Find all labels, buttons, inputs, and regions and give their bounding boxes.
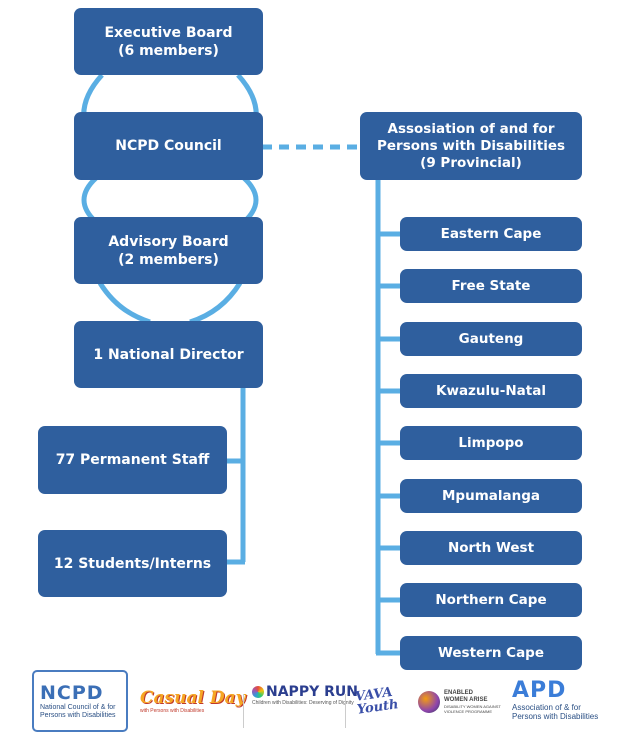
executive-board-title: Executive Board <box>104 24 233 41</box>
vava-youth-logo: VAVA Youth <box>354 685 400 718</box>
advisory-board-members: (2 members) <box>118 251 219 268</box>
association-line2: Persons with Disabilities <box>376 137 566 154</box>
executive-board-members: (6 members) <box>118 42 219 59</box>
connector-advisory-director-right <box>189 281 243 325</box>
nappy-run-logo-text: NAPPY RUN <box>266 684 358 700</box>
national-director-box: 1 National Director <box>74 321 263 388</box>
province-box-north-west: North West <box>400 531 582 565</box>
province-label: Mpumalanga <box>441 488 540 504</box>
association-line1: Assosiation of and for <box>387 120 555 137</box>
province-box-northern-cape: Northern Cape <box>400 583 582 617</box>
province-label: Western Cape <box>437 645 545 661</box>
ncpd-logo-line2: Persons with Disabilities <box>40 712 116 719</box>
executive-board-box: Executive Board (6 members) <box>74 8 263 75</box>
association-line3: (9 Provincial) <box>420 154 522 171</box>
enabled-women-arise-text: ENABLED WOMEN ARISE DISABILITY WOMEN AGA… <box>444 690 501 714</box>
apd-logo-title: APD <box>512 678 567 703</box>
province-label: Northern Cape <box>435 592 547 608</box>
association-box: Assosiation of and for Persons with Disa… <box>360 112 582 180</box>
apd-logo-line2: Persons with Disabilities <box>512 712 599 721</box>
province-box-gauteng: Gauteng <box>400 322 582 356</box>
globe-icon <box>418 691 440 713</box>
ncpd-council-box: NCPD Council <box>74 112 263 180</box>
province-label: Free State <box>451 278 531 294</box>
nappy-run-logo-sub: Children with Disabilities: Deserving of… <box>252 700 354 706</box>
province-box-limpopo: Limpopo <box>400 426 582 460</box>
logo-divider <box>243 694 244 728</box>
province-label: North West <box>447 540 535 556</box>
province-label: Gauteng <box>458 331 524 347</box>
national-director-title: 1 National Director <box>93 346 244 363</box>
enabled-women-line4: VIOLENCE PROGRAMME <box>444 709 493 714</box>
casual-day-logo-title: Casual Day <box>140 688 246 708</box>
enabled-women-line1: ENABLED <box>444 690 474 696</box>
enabled-women-line2: WOMEN ARISE <box>444 697 488 703</box>
province-label: Kwazulu-Natal <box>436 383 546 399</box>
casual-day-logo: Casual Day with Persons with Disabilitie… <box>140 688 246 714</box>
students-interns-title: 12 Students/Interns <box>53 555 212 572</box>
nappy-run-swirl-icon <box>252 686 264 698</box>
province-box-free-state: Free State <box>400 269 582 303</box>
province-label: Eastern Cape <box>440 226 542 242</box>
advisory-board-box: Advisory Board (2 members) <box>74 217 263 284</box>
province-box-eastern-cape: Eastern Cape <box>400 217 582 251</box>
ncpd-logo-title: NCPD <box>40 682 104 704</box>
enabled-women-line3: DISABILITY WOMEN AGAINST <box>444 704 501 709</box>
ncpd-council-title: NCPD Council <box>115 138 222 154</box>
province-box-mpumalanga: Mpumalanga <box>400 479 582 513</box>
students-interns-box: 12 Students/Interns <box>38 530 227 597</box>
apd-logo: APD Association of & for Persons with Di… <box>512 678 598 721</box>
advisory-board-title: Advisory Board <box>108 233 229 250</box>
province-box-kwazulu-natal: Kwazulu-Natal <box>400 374 582 408</box>
connector-council-advisory-left <box>81 176 98 224</box>
permanent-staff-box: 77 Permanent Staff <box>38 426 227 494</box>
nappy-run-logo-title: NAPPY RUN <box>252 684 358 700</box>
logo-divider <box>345 694 346 728</box>
connector-council-advisory-right <box>242 176 259 224</box>
province-label: Limpopo <box>458 435 524 451</box>
vava-youth-logo-line2: Youth <box>356 697 400 718</box>
ncpd-logo-line1: National Council of & for <box>40 704 116 711</box>
enabled-women-arise-logo: ENABLED WOMEN ARISE DISABILITY WOMEN AGA… <box>418 690 501 714</box>
casual-day-logo-sub: with Persons with Disabilities <box>140 708 205 714</box>
connector-advisory-director-left <box>97 281 151 325</box>
apd-logo-line1: Association of & for <box>512 703 581 712</box>
province-box-western-cape: Western Cape <box>400 636 582 670</box>
permanent-staff-title: 77 Permanent Staff <box>55 452 210 468</box>
partner-logos: NCPD National Council of & for Persons w… <box>0 668 622 747</box>
nappy-run-logo: NAPPY RUN Children with Disabilities: De… <box>252 684 358 706</box>
ncpd-logo: NCPD National Council of & for Persons w… <box>32 670 128 732</box>
